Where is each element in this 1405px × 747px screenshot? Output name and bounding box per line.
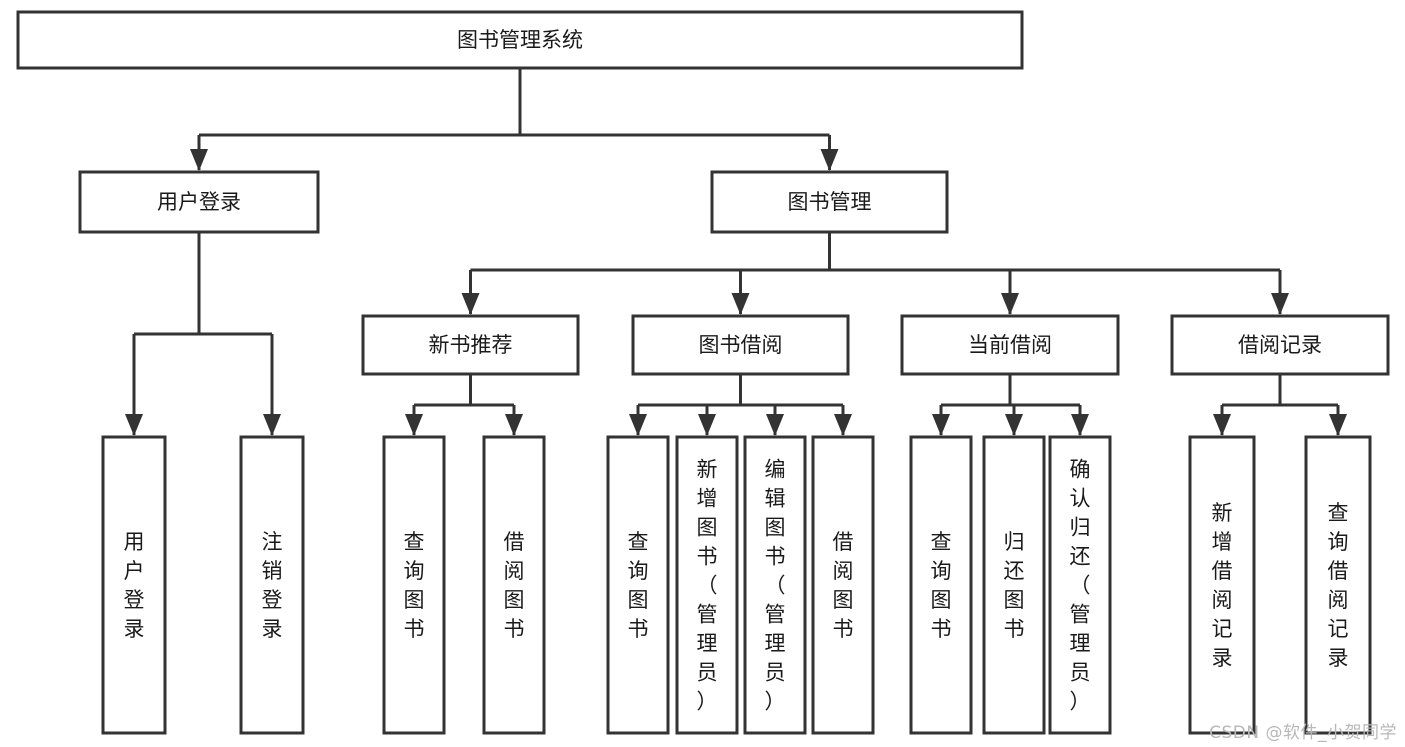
node-leaf-user-login[interactable]: 用户登录 bbox=[101, 435, 167, 735]
node-box-current-borrow bbox=[900, 314, 1120, 376]
node-box-leaf-query-book-1 bbox=[382, 435, 446, 735]
node-leaf-add-book[interactable]: 新增图书（管理员） bbox=[675, 435, 739, 735]
arrowhead-icon-leaf-return-book bbox=[1005, 414, 1023, 436]
node-label-leaf-return-book: 归还图书 bbox=[1004, 530, 1025, 641]
node-label-leaf-confirm-return: 确认归还（管理员） bbox=[1070, 458, 1091, 714]
arrowhead-icon-current-borrow bbox=[1001, 293, 1019, 315]
node-label-leaf-query-record: 查询借阅记录 bbox=[1328, 501, 1349, 670]
arrowhead-icon-borrow-record bbox=[1271, 293, 1289, 315]
node-box-borrow-record bbox=[1170, 314, 1390, 376]
node-leaf-query-book-2[interactable]: 查询图书 bbox=[606, 435, 670, 735]
node-box-leaf-query-record bbox=[1304, 435, 1372, 735]
node-label-root: 图书管理系统 bbox=[457, 28, 583, 52]
node-leaf-query-book-3[interactable]: 查询图书 bbox=[909, 435, 973, 735]
node-box-leaf-logout bbox=[239, 435, 305, 735]
node-leaf-return-book[interactable]: 归还图书 bbox=[982, 435, 1046, 735]
node-box-leaf-confirm-return bbox=[1048, 435, 1112, 735]
node-leaf-add-record[interactable]: 新增借阅记录 bbox=[1188, 435, 1256, 735]
node-box-leaf-borrow-book-1 bbox=[482, 435, 546, 735]
node-box-book-management bbox=[710, 170, 949, 234]
node-box-root bbox=[16, 10, 1024, 70]
arrowhead-icon-leaf-query-book-1 bbox=[405, 414, 423, 436]
node-box-leaf-query-book-2 bbox=[606, 435, 670, 735]
arrowhead-icon-leaf-add-book bbox=[698, 414, 716, 436]
node-box-leaf-add-record bbox=[1188, 435, 1256, 735]
node-current-borrow[interactable]: 当前借阅 bbox=[900, 314, 1120, 376]
arrowhead-icon-leaf-add-record bbox=[1213, 414, 1231, 436]
node-label-leaf-borrow-book-2: 借阅图书 bbox=[833, 530, 854, 641]
node-label-leaf-edit-book: 编辑图书（管理员） bbox=[765, 458, 786, 714]
node-box-user-login bbox=[78, 170, 320, 234]
node-box-leaf-add-book bbox=[675, 435, 739, 735]
node-label-book-management: 图书管理 bbox=[788, 190, 872, 214]
node-label-leaf-add-record: 新增借阅记录 bbox=[1212, 501, 1233, 670]
node-label-new-book-recommend: 新书推荐 bbox=[429, 333, 513, 357]
node-book-borrow[interactable]: 图书借阅 bbox=[631, 314, 850, 376]
node-label-leaf-add-book: 新增图书（管理员） bbox=[697, 458, 718, 714]
node-label-leaf-logout: 注销登录 bbox=[262, 530, 283, 641]
node-borrow-record[interactable]: 借阅记录 bbox=[1170, 314, 1390, 376]
node-leaf-confirm-return[interactable]: 确认归还（管理员） bbox=[1048, 435, 1112, 735]
node-leaf-edit-book[interactable]: 编辑图书（管理员） bbox=[743, 435, 807, 735]
node-box-book-borrow bbox=[631, 314, 850, 376]
arrowhead-icon-leaf-user-login bbox=[125, 414, 143, 436]
arrowhead-icon-user-login bbox=[190, 149, 208, 171]
node-label-leaf-query-book-3: 查询图书 bbox=[931, 530, 952, 641]
arrowhead-icon-leaf-confirm-return bbox=[1071, 414, 1089, 436]
nodes-layer: 图书管理系统用户登录图书管理新书推荐图书借阅当前借阅借阅记录用户登录注销登录查询… bbox=[16, 10, 1390, 735]
node-user-login[interactable]: 用户登录 bbox=[78, 170, 320, 234]
node-book-management[interactable]: 图书管理 bbox=[710, 170, 949, 234]
node-leaf-borrow-book-2[interactable]: 借阅图书 bbox=[811, 435, 875, 735]
node-label-leaf-query-book-2: 查询图书 bbox=[628, 530, 649, 641]
arrowhead-icon-leaf-query-book-2 bbox=[629, 414, 647, 436]
arrowhead-icon-leaf-query-record bbox=[1329, 414, 1347, 436]
node-box-new-book-recommend bbox=[361, 314, 580, 376]
node-label-user-login: 用户登录 bbox=[157, 190, 241, 214]
node-box-leaf-return-book bbox=[982, 435, 1046, 735]
arrowhead-icon-leaf-edit-book bbox=[766, 414, 784, 436]
node-box-leaf-user-login bbox=[101, 435, 167, 735]
arrowhead-icon-new-book-recommend bbox=[461, 293, 480, 315]
node-root[interactable]: 图书管理系统 bbox=[16, 10, 1024, 70]
node-label-leaf-query-book-1: 查询图书 bbox=[404, 530, 425, 641]
arrowhead-icon-leaf-logout bbox=[263, 414, 281, 436]
watermark-text: CSDN @软件_小贺同学 bbox=[1209, 723, 1397, 743]
node-label-borrow-record: 借阅记录 bbox=[1238, 333, 1322, 357]
node-new-book-recommend[interactable]: 新书推荐 bbox=[361, 314, 580, 376]
node-label-book-borrow: 图书借阅 bbox=[699, 333, 783, 357]
arrowhead-icon-book-borrow bbox=[731, 293, 750, 315]
arrowhead-icon-leaf-borrow-book-1 bbox=[505, 414, 523, 436]
node-label-leaf-user-login: 用户登录 bbox=[124, 530, 145, 641]
node-label-current-borrow: 当前借阅 bbox=[968, 333, 1052, 357]
node-box-leaf-query-book-3 bbox=[909, 435, 973, 735]
arrowhead-icon-leaf-borrow-book-2 bbox=[834, 414, 852, 436]
node-box-leaf-edit-book bbox=[743, 435, 807, 735]
node-leaf-query-book-1[interactable]: 查询图书 bbox=[382, 435, 446, 735]
arrowhead-icon-leaf-query-book-3 bbox=[932, 414, 950, 436]
connectors-layer bbox=[125, 68, 1347, 436]
node-leaf-logout[interactable]: 注销登录 bbox=[239, 435, 305, 735]
node-label-leaf-borrow-book-1: 借阅图书 bbox=[504, 530, 525, 641]
node-box-leaf-borrow-book-2 bbox=[811, 435, 875, 735]
node-leaf-query-record[interactable]: 查询借阅记录 bbox=[1304, 435, 1372, 735]
node-leaf-borrow-book-1[interactable]: 借阅图书 bbox=[482, 435, 546, 735]
arrowhead-icon-book-management bbox=[820, 149, 839, 171]
